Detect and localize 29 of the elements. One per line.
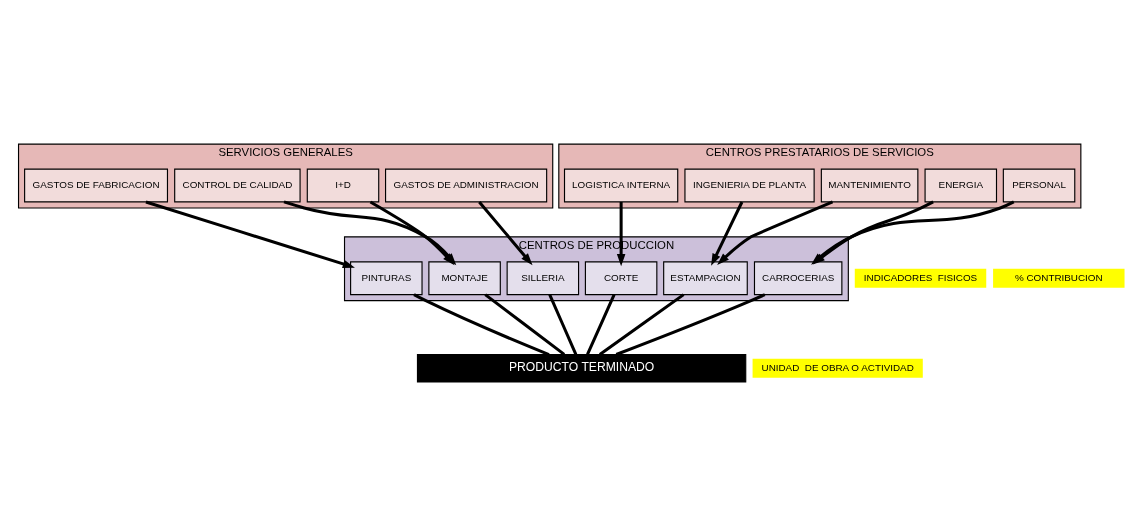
node-box: PRODUCTO TERMINADO	[416, 353, 747, 383]
node-box: ENERGIA	[924, 168, 998, 202]
connector	[586, 293, 616, 355]
label: % CONTRIBUCION	[1014, 271, 1103, 283]
connector	[548, 293, 578, 355]
node-box: CONTROL DE CALIDAD	[174, 168, 301, 202]
node-box: PINTURAS	[350, 260, 423, 295]
connector	[413, 292, 550, 356]
label: INDICADORES FISICOS	[863, 271, 978, 283]
node-box: SILLERIA	[506, 260, 580, 295]
arrow	[616, 201, 626, 266]
node-box: ESTAMPACION	[663, 260, 748, 295]
node-box: MANTENIMIENTO	[820, 168, 919, 202]
label: UNIDAD DE OBRA O ACTIVIDAD	[761, 361, 914, 373]
connector	[598, 292, 685, 356]
node-box: LOGISTICA INTERNA	[563, 168, 679, 202]
arrow	[711, 200, 744, 266]
node-box: CORTE	[584, 260, 658, 295]
node-box: CARROCERIAS	[753, 260, 843, 295]
node-box: MONTAJE	[428, 260, 501, 295]
node-box: GASTOS DE FABRICACION	[24, 168, 169, 202]
node-box: I+D	[306, 168, 380, 202]
node-box: PERSONAL	[1002, 168, 1076, 202]
connector	[484, 292, 566, 356]
connector	[615, 292, 766, 356]
node-box: GASTOS DE ADMINISTRACION	[385, 168, 548, 202]
arrow	[478, 200, 533, 265]
node-box: INGENIERIA DE PLANTA	[684, 168, 815, 202]
arrow	[145, 200, 355, 268]
